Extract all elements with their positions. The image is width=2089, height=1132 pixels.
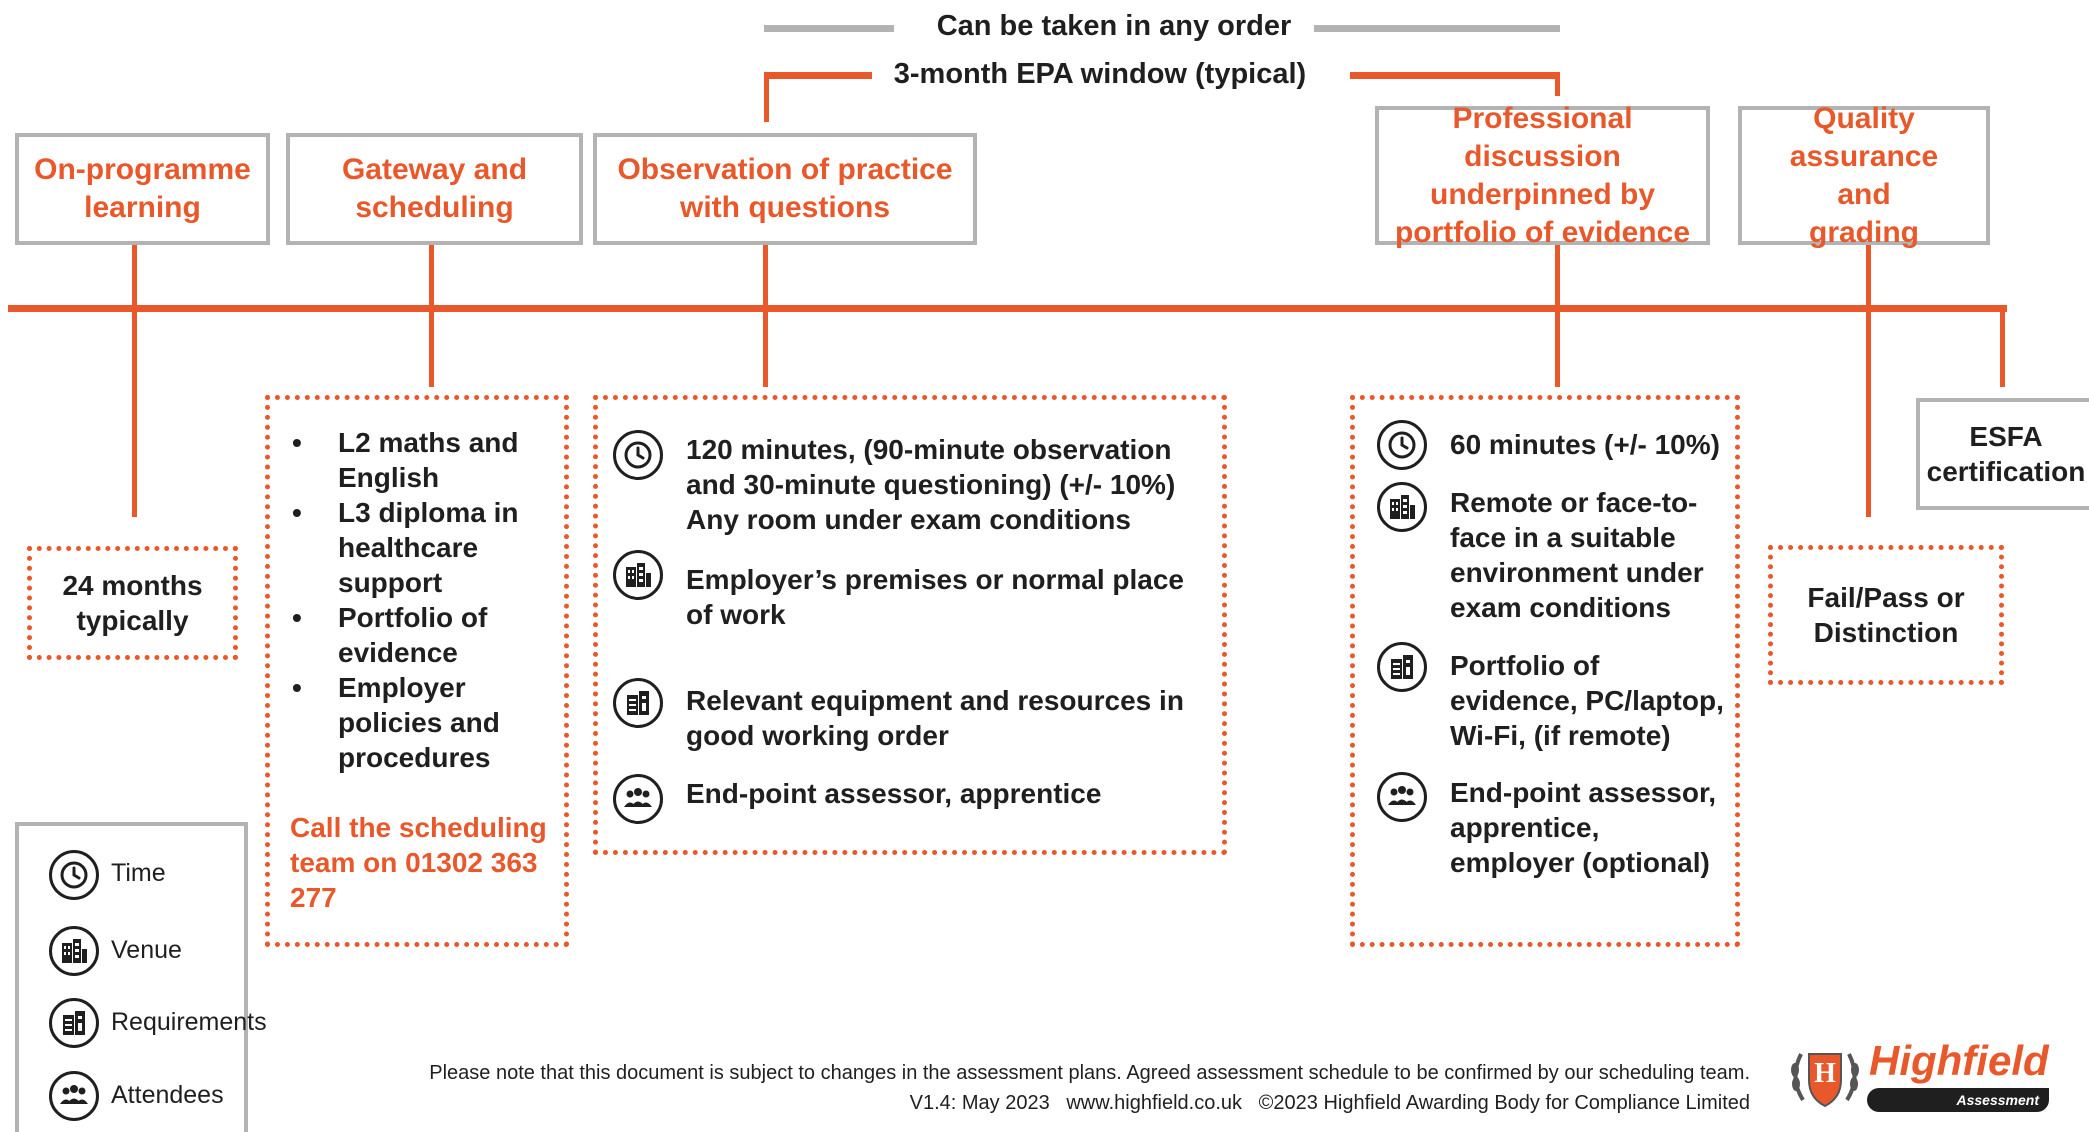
observation-time-text: 120 minutes, (90-minute observation and … [686, 434, 1176, 535]
any-order-label: Can be taken in any order [936, 10, 1292, 42]
scheduling-team-call: Call the scheduling team on 01302 363 27… [290, 812, 547, 913]
stage-esfa-label: ESFA certification [1926, 421, 2086, 487]
grading-outcome-text: Fail/Pass or Distinction [1807, 582, 1965, 648]
clock-icon [1377, 420, 1427, 470]
epa-window-tick-left [764, 72, 769, 122]
legend-time-label: Time [111, 859, 166, 887]
logo-wordmark: Highfield [1869, 1037, 2049, 1084]
people-icon [49, 1071, 99, 1121]
professional-requirements-text: Portfolio of evidence, PC/laptop, Wi-Fi,… [1450, 650, 1724, 751]
connector-professional [1555, 245, 1560, 387]
people-icon [1377, 772, 1427, 822]
connector-esfa [2000, 305, 2005, 387]
stage-on-programme-label: On-programme learning [34, 153, 251, 224]
connector-observation [763, 245, 768, 387]
stage-quality: Quality assurance and grading [1738, 102, 1990, 249]
timeline-axis [8, 305, 2007, 312]
stage-gateway: Gateway and scheduling [286, 133, 583, 245]
stage-on-programme: On-programme learning [15, 133, 270, 245]
any-order-line-right [1314, 25, 1560, 32]
logo-shield-letter: H [1814, 1058, 1836, 1089]
stage-esfa: ESFA certification [1916, 398, 2089, 510]
professional-venue-text: Remote or face-to-face in a suitable env… [1450, 487, 1704, 623]
epa-window-line-left [764, 72, 872, 79]
highfield-logo: H Highfield Assessment [1785, 1038, 2065, 1118]
professional-time-text: 60 minutes (+/- 10%) [1450, 429, 1720, 460]
stage-quality-label: Quality assurance and grading [1789, 101, 1939, 249]
footer-disclaimer: Please note that this document is subjec… [429, 1062, 1750, 1084]
footer-version: V1.4: May 2023 www.highfield.co.uk ©2023… [909, 1092, 1750, 1114]
icon-legend: Time Venue Requirements Attendees [15, 822, 267, 1132]
document-icon [1377, 642, 1427, 692]
epa-window-label: 3-month EPA window (typical) [893, 58, 1307, 90]
legend-requirements-label: Requirements [111, 1008, 267, 1036]
epa-window-line-right [1350, 72, 1560, 79]
document-icon [613, 678, 663, 728]
clock-icon [49, 850, 99, 900]
stage-professional: Professional discussion underpinned by p… [1375, 102, 1710, 249]
people-icon [613, 774, 663, 824]
observation-attendees-text: End-point assessor, apprentice [686, 778, 1102, 809]
connector-quality [1866, 245, 1871, 517]
professional-details-box: 60 minutes (+/- 10%) Remote or face-to-f… [1350, 395, 1740, 947]
gateway-details-box: L2 maths and English L3 diploma in healt… [265, 395, 569, 947]
epa-window-tick-right [1555, 72, 1560, 96]
list-item: Portfolio of evidence [290, 600, 550, 670]
observation-requirements-text: Relevant equipment and resources in good… [686, 685, 1184, 751]
observation-details-box: 120 minutes, (90-minute observation and … [593, 395, 1227, 855]
grading-outcome-box: Fail/Pass or Distinction [1768, 545, 2004, 685]
professional-attendees-text: End-point assessor, apprentice, employer… [1450, 777, 1717, 878]
legend-venue-label: Venue [111, 936, 182, 964]
observation-venue-text: Employer’s premises or normal place of w… [686, 564, 1184, 630]
on-programme-duration-box: 24 months typically [27, 546, 238, 660]
buildings-icon [1377, 482, 1427, 532]
on-programme-duration-text: 24 months typically [62, 570, 203, 636]
buildings-icon [613, 550, 663, 600]
buildings-icon [49, 926, 99, 976]
connector-gateway [429, 245, 434, 387]
list-item: L2 maths and English [290, 425, 550, 495]
clock-icon [613, 430, 663, 480]
stage-gateway-label: Gateway and scheduling [341, 153, 528, 224]
stage-observation: Observation of practice with questions [593, 133, 977, 245]
list-item: L3 diploma in healthcare support [290, 495, 550, 600]
logo-sub-bar [1867, 1088, 2049, 1112]
legend-attendees-label: Attendees [111, 1081, 224, 1109]
laurel-shield-icon [1791, 1053, 1859, 1108]
connector-on-programme [132, 245, 137, 517]
list-item: Employer policies and procedures [290, 670, 550, 775]
document-icon [49, 998, 99, 1048]
any-order-line-left [764, 25, 894, 32]
stage-observation-label: Observation of practice with questions [617, 153, 953, 224]
gateway-requirements-list: L2 maths and English L3 diploma in healt… [290, 425, 550, 775]
logo-sub-label: Assessment [1956, 1092, 2040, 1108]
stage-professional-label: Professional discussion underpinned by p… [1394, 101, 1691, 249]
